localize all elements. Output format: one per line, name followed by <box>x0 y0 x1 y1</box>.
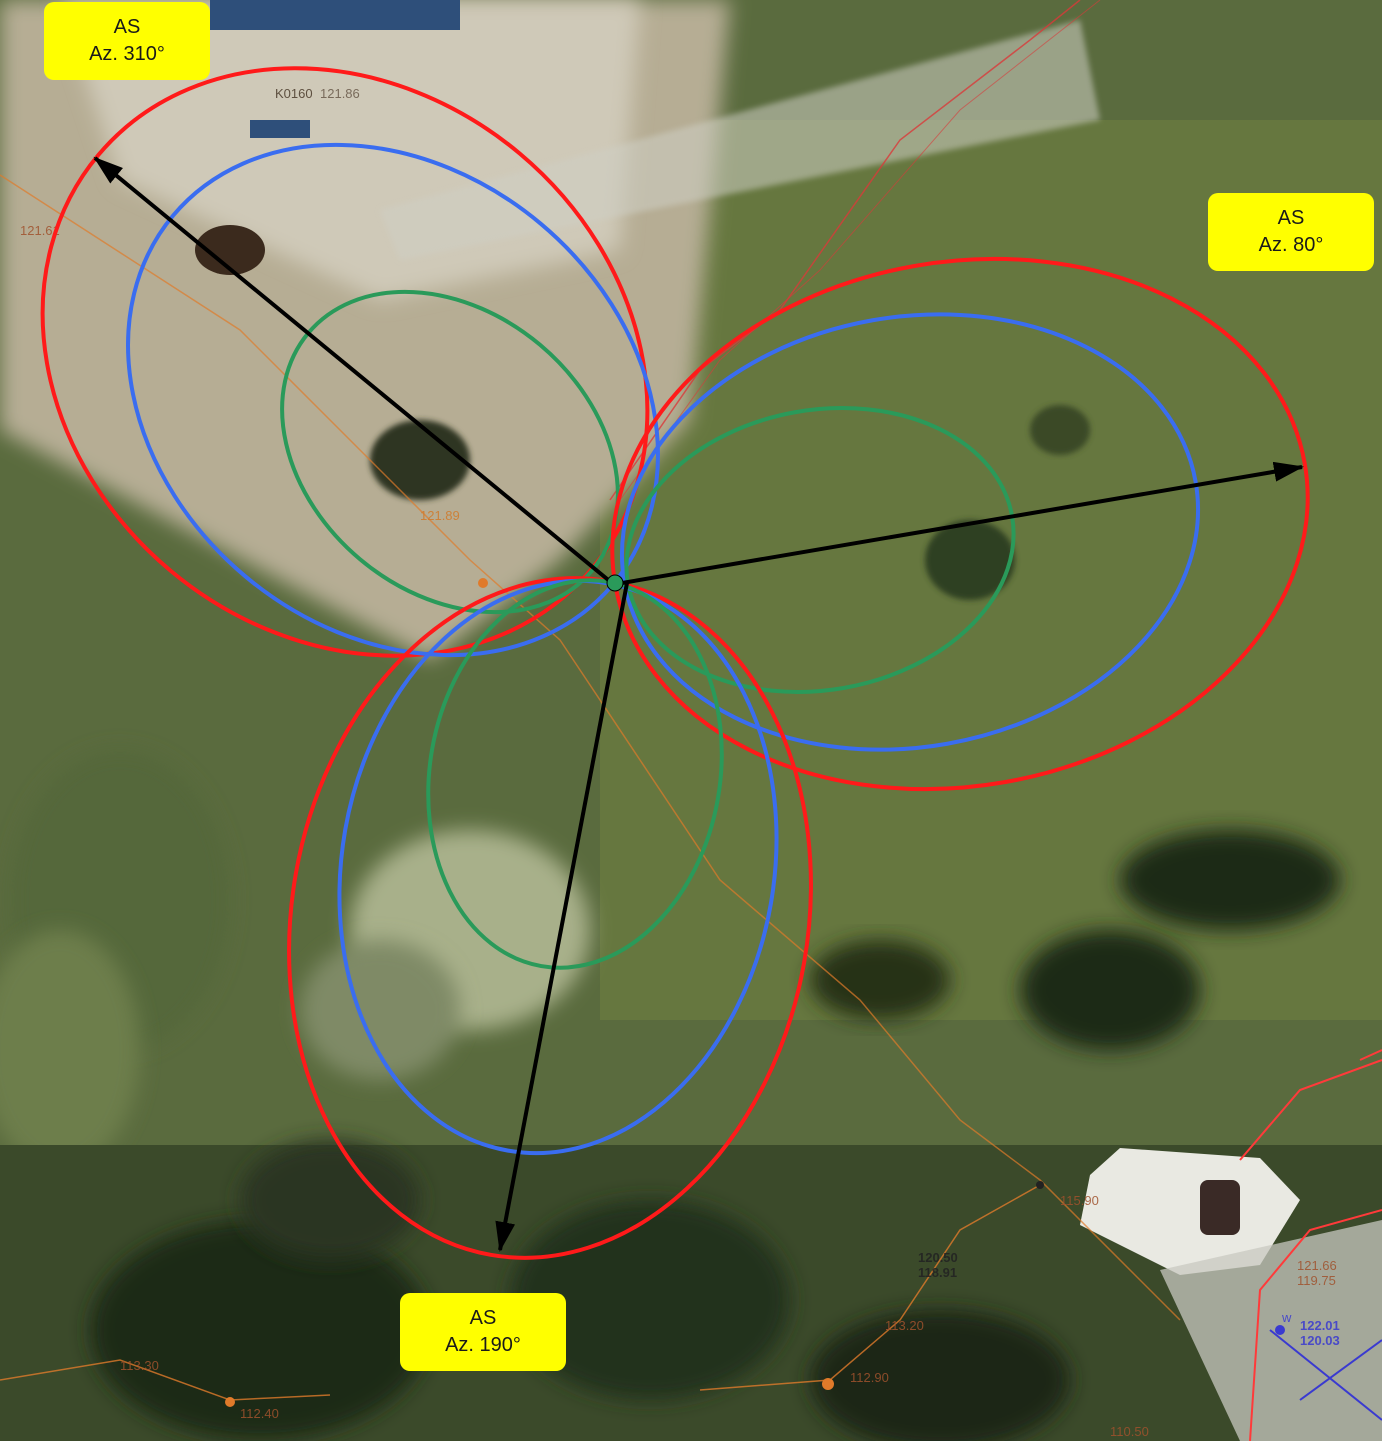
map-label: 110.50 <box>1110 1424 1149 1439</box>
map-label: 118.91 <box>918 1265 957 1280</box>
sector-azimuth: Az. 310° <box>89 43 165 65</box>
antenna-site-marker[interactable] <box>606 574 624 592</box>
map-label: 112.40 <box>240 1406 279 1421</box>
sector-name: AS <box>469 1307 497 1329</box>
map-label: K0160 <box>275 86 313 101</box>
map-label: w <box>1281 1310 1292 1325</box>
map-label: 121.89 <box>420 508 460 523</box>
map-label: 120.03 <box>1300 1333 1340 1348</box>
map-label: 113.20 <box>885 1318 924 1333</box>
map-label: 122.01 <box>1300 1318 1340 1333</box>
arrow-azimuth-310 <box>93 156 614 585</box>
arrow-azimuth-80 <box>621 461 1304 585</box>
map-label: 121.86 <box>320 86 360 101</box>
sector-name: AS <box>1277 207 1305 229</box>
map-label: 121.61 <box>20 223 60 238</box>
sector-azimuth: Az. 80° <box>1258 234 1324 256</box>
sector-label-190: AS Az. 190° <box>400 1293 566 1371</box>
arrow-azimuth-190 <box>495 582 629 1252</box>
sector-name: AS <box>113 16 141 38</box>
map-label: 113.30 <box>120 1358 159 1373</box>
sector-label-310: AS Az. 310° <box>44 2 210 80</box>
map-annotations: 121.61 K0160 121.86 121.89 113.30 113.20… <box>20 86 1340 1439</box>
map-label: 119.75 <box>1297 1273 1336 1288</box>
map-label: 115.90 <box>1060 1193 1099 1208</box>
map-label: 120.50 <box>918 1250 958 1265</box>
azimuth-arrows <box>93 156 1304 1252</box>
sector-azimuth: Az. 190° <box>445 1334 521 1356</box>
sector-label-80: AS Az. 80° <box>1208 193 1374 271</box>
map-label: 121.66 <box>1297 1258 1337 1273</box>
map-label: 112.90 <box>850 1370 889 1385</box>
